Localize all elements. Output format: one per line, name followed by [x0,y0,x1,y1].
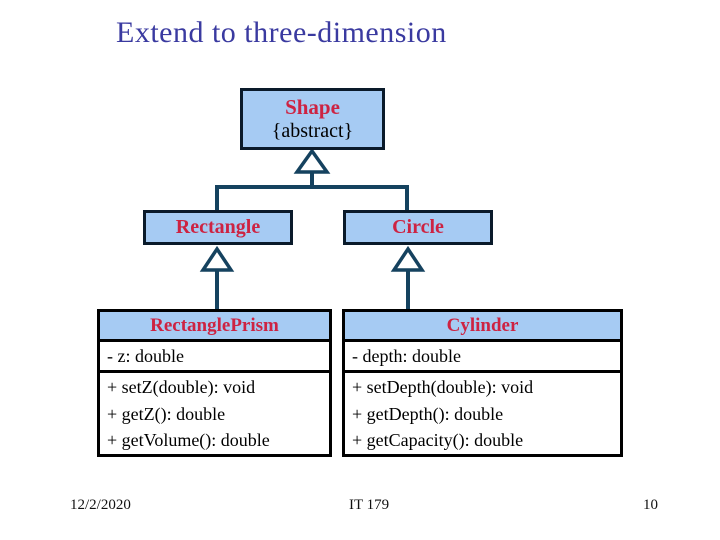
generalization-arrow-icon [293,147,331,174]
footer-course: IT 179 [349,497,390,513]
uml-class-shape: Shape {abstract} [240,88,385,150]
uml-class-rectangle-prism: RectanglePrism - z: double + setZ(double… [97,309,332,457]
class-name: RectanglePrism [100,312,329,342]
method-row: + setZ(double): void [107,376,256,397]
class-attributes: - depth: double [345,342,620,373]
generalization-arrow-icon [390,245,426,272]
method-row: + getVolume(): double [107,430,270,451]
attribute-row: - depth: double [352,346,461,366]
generalization-arrow-icon [199,245,235,272]
class-name: Circle [392,216,444,238]
class-methods: + setZ(double): void + getZ(): double + … [100,373,329,454]
uml-class-cylinder: Cylinder - depth: double + setDepth(doub… [342,309,623,457]
class-name: Shape [285,95,340,120]
method-row: + getCapacity(): double [352,430,524,451]
method-row: + getZ(): double [107,403,226,424]
class-attributes: - z: double [100,342,329,373]
class-name: Cylinder [345,312,620,342]
method-row: + setDepth(double): void [352,376,534,397]
slide-title: Extend to three-dimension [116,16,447,49]
class-stereotype: {abstract} [271,119,354,142]
footer-page-number: 10 [643,497,658,513]
attribute-row: - z: double [107,346,184,366]
class-name: Rectangle [175,216,261,238]
class-methods: + setDepth(double): void + getDepth(): d… [345,373,620,454]
method-row: + getDepth(): double [352,403,504,424]
branch-connector-line [215,185,409,212]
footer-date: 12/2/2020 [70,497,131,513]
uml-class-circle: Circle [343,210,493,245]
uml-class-rectangle: Rectangle [143,210,293,245]
